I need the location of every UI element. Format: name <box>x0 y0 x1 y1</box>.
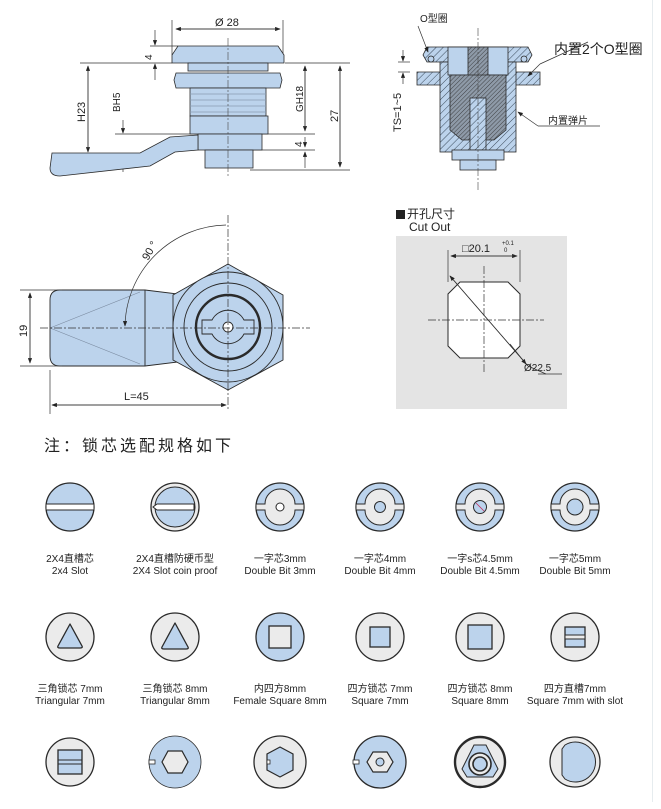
core-option-label-en: 2X4 Slot coin proof <box>132 566 218 577</box>
core-option-item <box>520 725 630 809</box>
core-option-label-cn: 四方锁芯 7mm <box>347 684 413 695</box>
top-view-drawing: 90 ° 19 L=45 <box>18 215 310 414</box>
core-option-label-cn: 一字芯4mm <box>353 554 407 565</box>
hex-nut-icon <box>352 735 407 789</box>
core-option-label-en: Square 7mm with slot <box>526 696 624 707</box>
core-option-label-cn: 一字芯3mm <box>253 554 307 565</box>
core-option-label-en: Double Bit 5mm <box>539 566 611 577</box>
double-bit-5-icon <box>550 482 600 532</box>
core-option-label-cn: 2X4直槽防硬币型 <box>136 554 214 565</box>
cut-out-title-cn: 开孔尺寸 <box>407 207 456 221</box>
label-spring: 内置弹片 <box>548 114 588 127</box>
core-option-label-en: Double Bit 3mm <box>244 566 316 577</box>
core-option-item <box>425 725 535 809</box>
core-option-item <box>120 725 230 809</box>
core-option-label-cn: 四方直槽7mm <box>543 684 607 695</box>
dim-bh5: BH5 <box>112 92 123 112</box>
core-option-item <box>15 725 125 809</box>
dim-h23: H23 <box>76 102 88 122</box>
label-o-ring: O型圈 <box>420 12 448 25</box>
cut-out-drawing: □20.1 +0.1 0 Ø22.5 <box>428 241 562 375</box>
slot-icon <box>45 482 95 532</box>
slot-coin-proof-icon <box>150 482 200 532</box>
lock-body-side <box>49 45 285 177</box>
core-option-label-en: Triangular 7mm <box>35 696 105 707</box>
core-option-label-en: Square 7mm <box>351 696 409 707</box>
cut-out-panel: □20.1 +0.1 0 Ø22.5 <box>396 236 567 409</box>
dim-diameter: Ø 28 <box>215 17 239 29</box>
cut-out-tol-zero: 0 <box>504 248 508 254</box>
core-option-label-en: Double Bit 4mm <box>344 566 416 577</box>
cut-out-diameter: Ø22.5 <box>524 363 552 374</box>
core-option-item <box>225 725 335 809</box>
core-option-label-cn: 一字s芯4.5mm <box>447 554 513 565</box>
page-edge-rule <box>652 0 653 802</box>
dim-total-27: 27 <box>329 110 341 122</box>
d-shape-icon <box>549 736 601 788</box>
label-two-o-rings: 内置2个O型圈 <box>554 41 643 57</box>
dim-bottom-4: 4 <box>294 141 305 147</box>
core-option-label-cn: 内四方8mm <box>253 684 307 695</box>
dim-length: L=45 <box>124 391 149 403</box>
core-option-label-cn: 一字芯5mm <box>548 554 602 565</box>
core-option-label-en: Square 8mm <box>451 696 509 707</box>
square-8-icon <box>455 612 505 662</box>
core-options-note: 注：锁芯选配规格如下 <box>44 438 235 455</box>
dim-angle: 90 ° <box>140 239 160 262</box>
dim-gh18: GH18 <box>295 85 306 112</box>
core-option-label-en: Double Bit 4.5mm <box>440 566 520 577</box>
dim-top-flange: 4 <box>144 54 155 60</box>
core-option-label-cn: 四方锁芯 8mm <box>447 684 513 695</box>
square-slot-icon <box>550 612 600 662</box>
triangle-ring-icon <box>453 735 507 789</box>
square-7-icon <box>355 612 405 662</box>
double-bit-4-5-icon <box>455 482 505 532</box>
cut-out-tol-plus: +0.1 <box>502 241 515 247</box>
core-option-label-en: Triangular 8mm <box>140 696 210 707</box>
cut-out-title-en: Cut Out <box>409 220 451 234</box>
side-view-drawing: Ø 28 4 H23 BH5 GH18 27 4 <box>49 17 350 178</box>
double-bit-3-icon <box>255 482 305 532</box>
lock-body-section <box>416 46 541 171</box>
bullet-square-icon <box>396 210 405 219</box>
female-square-icon <box>255 612 305 662</box>
core-option-label-cn: 三角锁芯 8mm <box>142 684 208 695</box>
section-view-drawing: O型圈 内置2个O型圈 内置弹片 TS=1~5 <box>392 12 643 190</box>
square-double-slot-icon <box>45 737 95 787</box>
core-option-label-cn: 三角锁芯 7mm <box>37 684 103 695</box>
core-option-label-cn: 2X4直槽芯 <box>46 554 94 565</box>
dim-ts: TS=1~5 <box>392 93 404 132</box>
core-option-label-en: Female Square 8mm <box>233 696 327 707</box>
core-option-label-en: 2x4 Slot <box>51 566 89 577</box>
lock-body-top <box>49 263 284 391</box>
female-hex-icon <box>148 735 202 789</box>
male-hex-icon <box>253 735 307 789</box>
cut-out-square-dim: □20.1 <box>462 243 490 255</box>
triangular-7-icon <box>45 612 95 662</box>
double-bit-4-icon <box>355 482 405 532</box>
core-option-item <box>325 725 435 809</box>
dim-width: 19 <box>18 325 30 337</box>
cut-out-title: 开孔尺寸 Cut Out <box>396 208 455 234</box>
triangular-8-icon <box>150 612 200 662</box>
